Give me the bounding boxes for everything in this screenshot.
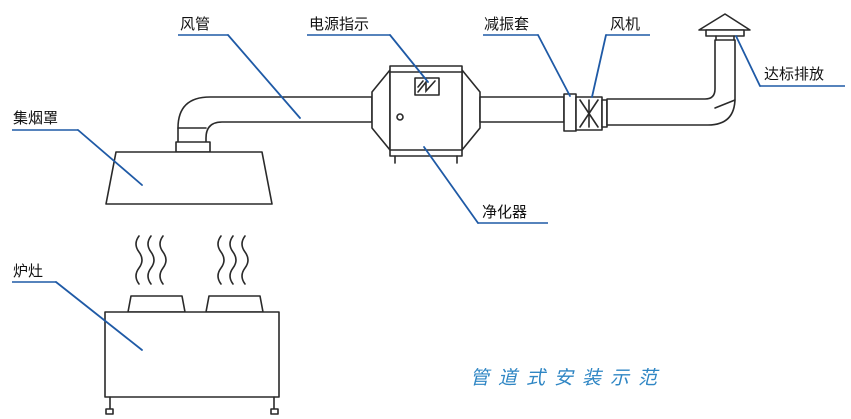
leader-lines [12,34,845,351]
label-fan: 风机 [610,15,640,33]
label-damper-sleeve: 减振套 [484,15,529,33]
label-stove: 炉灶 [13,262,43,280]
duct-exhaust [606,39,736,126]
stove [104,295,280,415]
caption: 管道式安装示范 [470,367,666,389]
power-indicator [414,77,440,96]
duct-middle [479,96,565,123]
rain-cap [698,13,751,41]
smoke-hood [105,141,273,205]
heat-waves [135,235,249,285]
damper-sleeve [563,93,577,132]
label-smoke-hood: 集烟罩 [13,109,58,127]
label-purifier: 净化器 [482,203,527,221]
fan [575,96,608,131]
label-exhaust: 达标排放 [764,65,824,83]
label-duct: 风管 [180,15,210,33]
label-power-indicator: 电源指示 [309,15,369,33]
